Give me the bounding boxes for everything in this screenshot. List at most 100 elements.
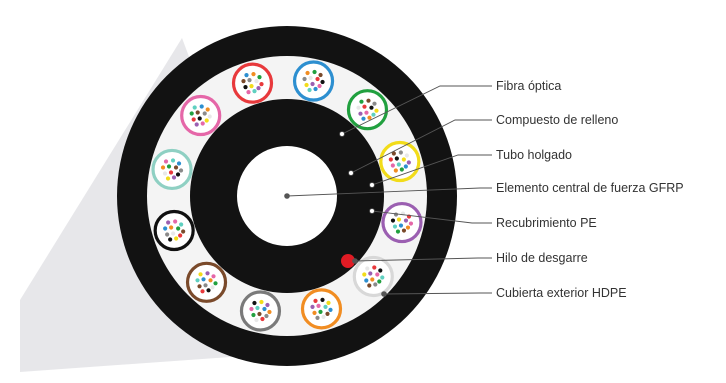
optical-fiber: [310, 304, 315, 309]
loose-tube: [379, 140, 421, 183]
optical-fiber: [206, 288, 211, 293]
leader-dot: [369, 182, 375, 188]
optical-fiber: [370, 277, 375, 282]
optical-fiber: [189, 111, 194, 116]
optical-fiber: [396, 217, 402, 222]
optical-fiber: [312, 69, 317, 75]
optical-fiber: [163, 226, 168, 231]
optical-fiber: [304, 82, 309, 88]
optical-fiber: [173, 165, 179, 170]
optical-fiber: [203, 283, 208, 288]
optical-fiber: [191, 117, 196, 122]
loose-tubes-group: [151, 60, 423, 332]
optical-fiber: [259, 299, 264, 305]
optical-fiber: [197, 116, 202, 121]
optical-fiber: [406, 160, 411, 165]
optical-fiber: [195, 110, 200, 115]
optical-fiber: [391, 151, 396, 156]
optical-fiber: [362, 272, 367, 277]
leader-hilo-desgarre: [352, 257, 492, 264]
optical-fiber: [362, 104, 367, 109]
optical-fiber: [373, 282, 378, 287]
optical-fiber: [356, 105, 361, 110]
optical-fiber: [308, 75, 313, 81]
optical-fiber: [372, 101, 377, 106]
label-elemento-central: Elemento central de fuerza GFRP: [496, 181, 684, 195]
optical-fiber: [246, 90, 251, 95]
optical-fiber: [160, 165, 166, 170]
optical-fiber: [200, 121, 205, 126]
leader-tubo-holgado: [369, 154, 492, 188]
optical-fiber: [302, 76, 307, 82]
optical-fiber: [168, 237, 173, 242]
ripcord: [341, 254, 355, 268]
optical-fiber: [200, 289, 205, 294]
loose-tube: [231, 62, 274, 104]
optical-fiber: [403, 164, 408, 169]
label-fibra-optica: Fibra óptica: [496, 79, 562, 93]
optical-fiber: [401, 228, 407, 233]
optical-fiber: [178, 233, 183, 238]
optical-fiber: [323, 304, 328, 309]
optical-fiber: [315, 315, 320, 320]
optical-fiber: [202, 111, 207, 116]
optical-fiber: [369, 105, 374, 110]
optical-fiber: [367, 115, 372, 120]
loose-tube: [239, 290, 282, 332]
loose-tube-ring: [300, 288, 343, 330]
optical-fiber: [326, 300, 331, 305]
label-compuesto-relleno: Compuesto de relleno: [496, 113, 619, 127]
optical-fiber: [358, 111, 363, 116]
optical-fiber: [197, 284, 202, 289]
optical-fiber: [259, 82, 264, 87]
optical-fiber: [163, 159, 169, 164]
loose-tube-ring: [352, 255, 394, 298]
optical-fiber: [366, 98, 371, 103]
optical-fiber: [213, 281, 218, 286]
optical-fiber: [310, 81, 315, 87]
optical-fiber: [262, 306, 267, 312]
optical-fiber: [254, 79, 259, 84]
optical-fiber: [205, 271, 210, 276]
optical-fiber: [204, 118, 209, 123]
optical-fiber: [377, 279, 382, 284]
optical-fiber: [201, 277, 206, 282]
optical-fiber: [318, 72, 323, 78]
optical-fiber: [205, 107, 210, 112]
loose-tube-ring: [379, 140, 421, 183]
optical-fiber: [325, 311, 330, 316]
label-recubrimiento-pe: Recubrimiento PE: [496, 216, 597, 230]
optical-fiber: [199, 104, 204, 109]
loose-tube: [185, 261, 228, 303]
leader-fibra-optica: [339, 85, 492, 137]
leader-line: [350, 119, 492, 174]
optical-fiber: [241, 79, 246, 84]
optical-fiber: [208, 278, 213, 283]
optical-fiber: [173, 219, 178, 224]
optical-fiber: [398, 223, 404, 228]
optical-fiber: [249, 306, 254, 312]
optical-fiber: [251, 312, 256, 318]
optical-fiber: [328, 307, 333, 312]
optical-fiber: [399, 167, 404, 172]
label-hilo-desgarre: Hilo de desgarre: [496, 251, 588, 265]
loose-tube: [300, 288, 343, 330]
leader-line: [383, 292, 492, 295]
optical-fiber: [265, 302, 270, 308]
optical-fiber: [247, 78, 252, 83]
optical-fiber: [392, 224, 398, 229]
optical-fiber: [312, 310, 317, 315]
leader-lines-group: [284, 85, 492, 297]
optical-fiber: [390, 218, 396, 223]
optical-fiber: [318, 309, 323, 314]
loose-tube-ring: [180, 94, 222, 137]
optical-fiber: [368, 271, 373, 276]
optical-fiber: [405, 225, 411, 230]
optical-fiber: [372, 265, 377, 270]
optical-fiber: [394, 156, 399, 161]
optical-fiber: [171, 231, 176, 236]
loose-tube-ring: [239, 290, 282, 332]
optical-fiber: [252, 300, 257, 306]
optical-fiber: [169, 225, 174, 230]
